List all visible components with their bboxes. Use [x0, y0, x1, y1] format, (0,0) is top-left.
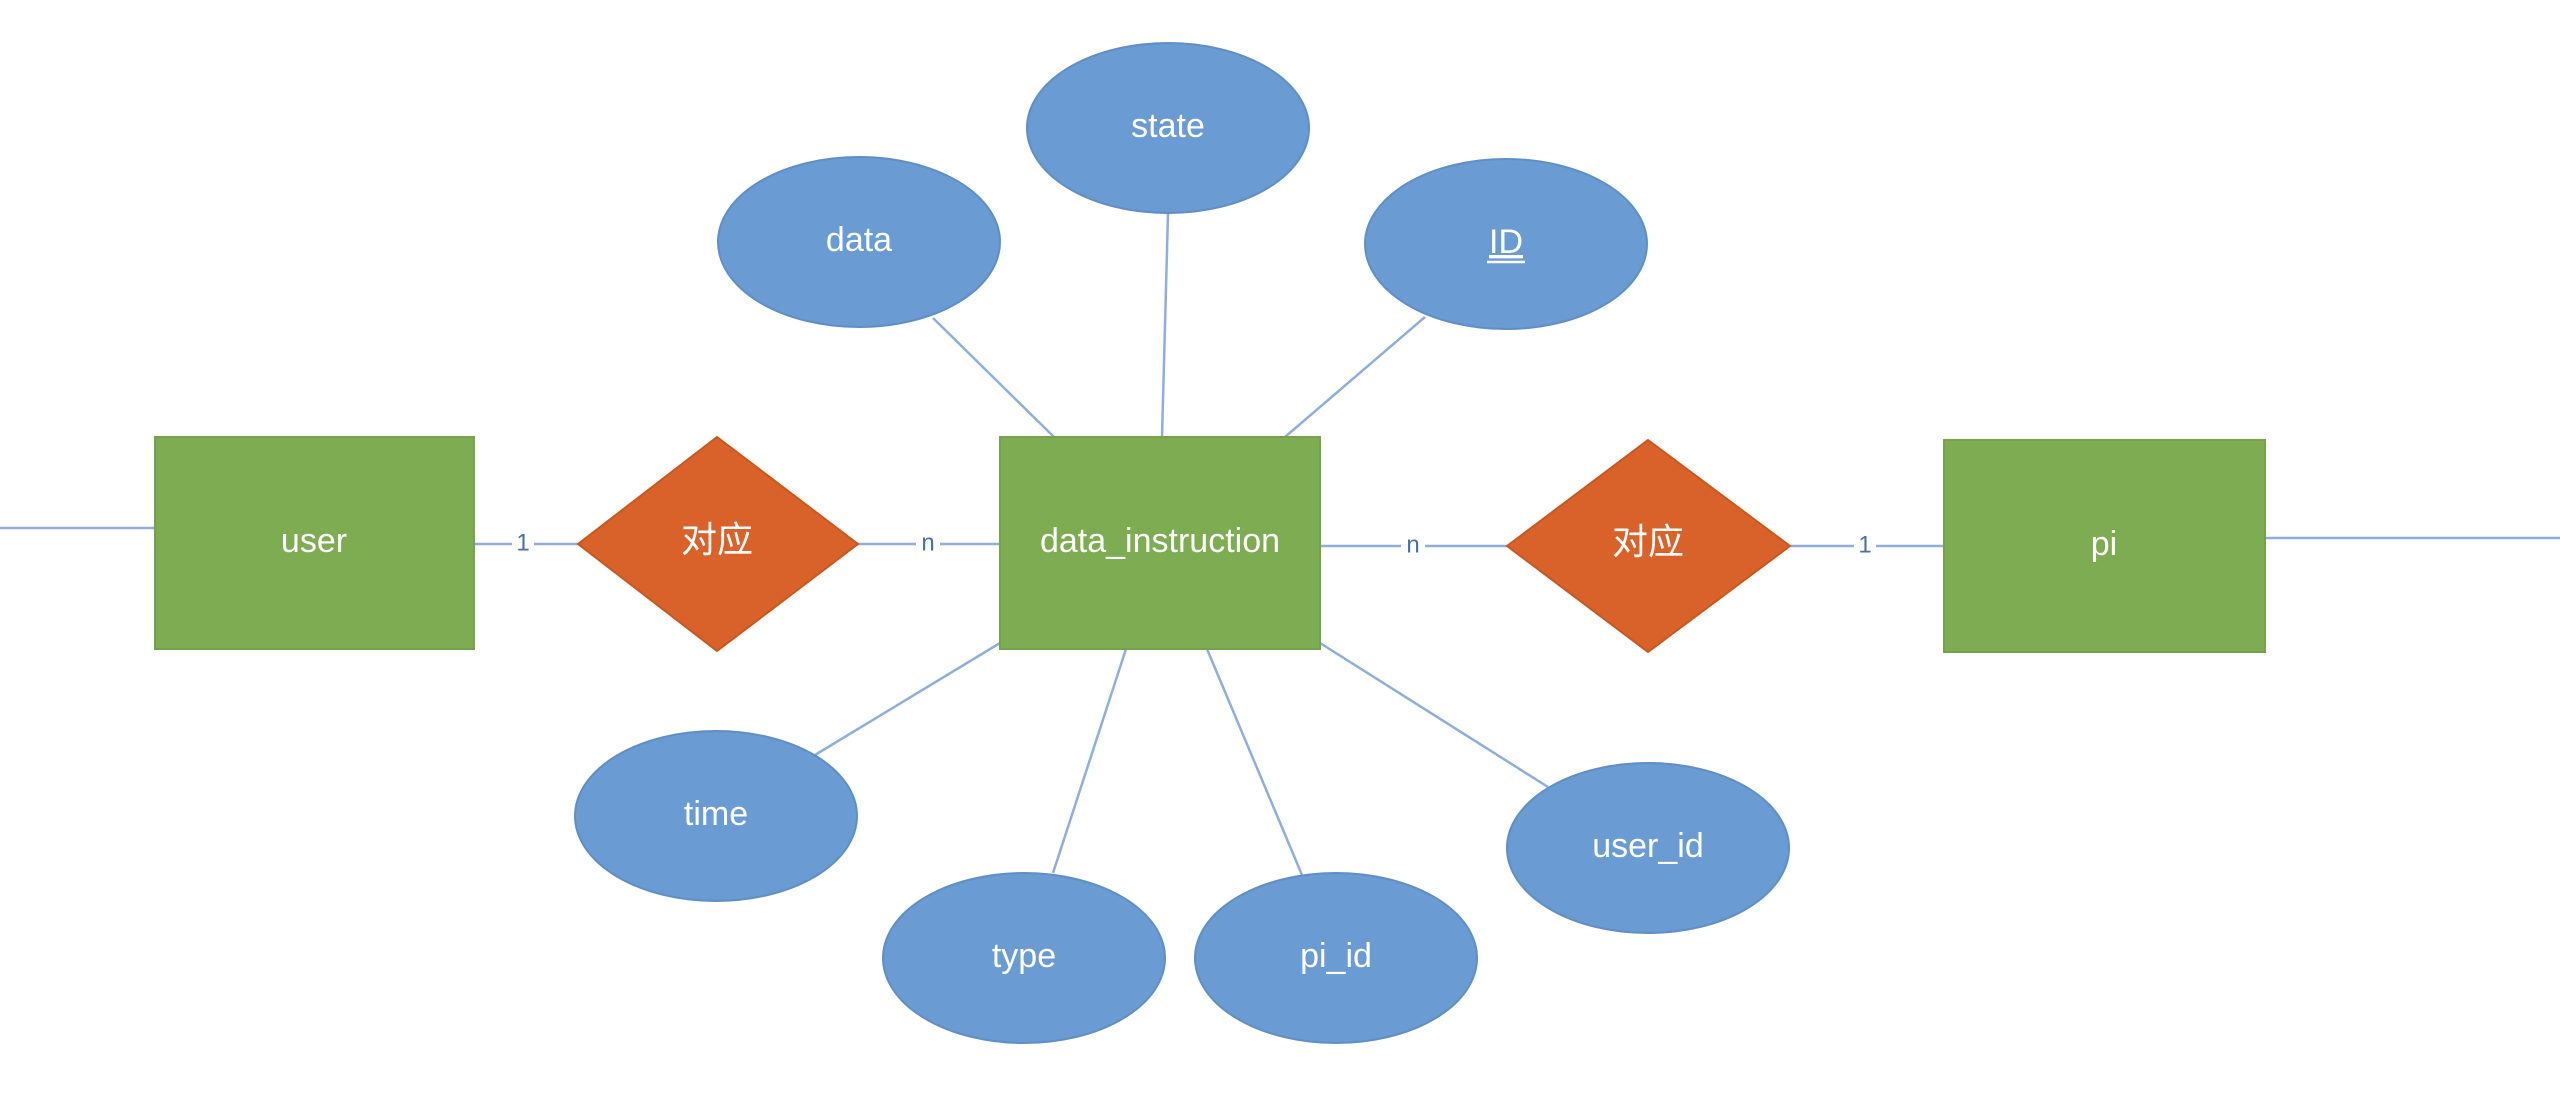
connector-time	[814, 641, 1001, 757]
connector-state	[1160, 212, 1170, 438]
entity-data-instruction: data_instruction	[999, 436, 1321, 650]
cardinality-labels: 1 n n 1	[512, 529, 1876, 560]
connector-id	[1284, 316, 1426, 438]
attribute-time-label: time	[684, 795, 748, 833]
cardinality-pi-side: 1	[1858, 531, 1871, 558]
entity-data-instruction-label: data_instruction	[1040, 522, 1280, 560]
attribute-type: type	[882, 872, 1166, 1044]
attribute-pi-id-label: pi_id	[1300, 937, 1372, 975]
cardinality-instruction-right: n	[1406, 531, 1419, 558]
attribute-state-label: state	[1131, 107, 1205, 145]
cardinality-instruction-left: n	[921, 529, 934, 556]
relationship-left: 对应	[576, 435, 860, 653]
entity-pi-label: pi	[2091, 525, 2117, 563]
entity-pi: pi	[1943, 439, 2266, 653]
attribute-data: data	[717, 156, 1001, 328]
attribute-id: ID	[1364, 158, 1648, 330]
relationship-right: 对应	[1505, 438, 1792, 654]
connector-data	[932, 317, 1055, 438]
attribute-type-label: type	[992, 937, 1056, 975]
entity-user-label: user	[281, 522, 347, 560]
relationship-right-label: 对应	[1612, 522, 1684, 563]
connector-user-id	[1319, 641, 1549, 789]
attribute-user-id-label: user_id	[1592, 827, 1704, 865]
cardinality-user-side: 1	[516, 529, 529, 556]
attribute-time: time	[574, 730, 858, 902]
attribute-data-label: data	[826, 221, 892, 259]
attribute-user-id: user_id	[1506, 762, 1790, 934]
attribute-id-label: ID	[1489, 223, 1523, 261]
attribute-state: state	[1026, 42, 1310, 214]
connector-type	[1051, 648, 1128, 874]
entity-user: user	[154, 436, 475, 650]
relationship-left-label: 对应	[681, 520, 753, 561]
connector-pi-id	[1205, 648, 1304, 876]
attribute-pi-id: pi_id	[1194, 872, 1478, 1044]
